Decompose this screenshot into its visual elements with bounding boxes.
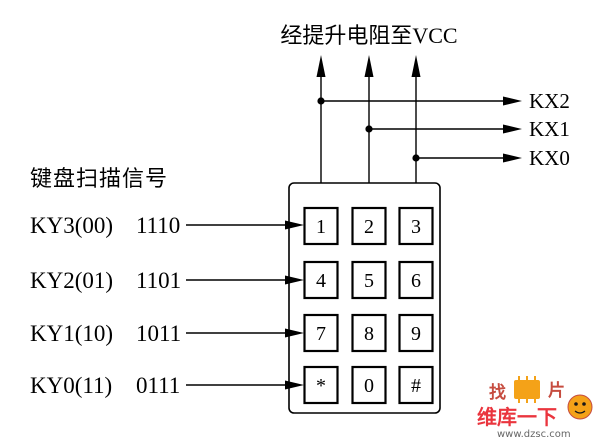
row-name: KY1(10) [30, 321, 113, 346]
watermark-url: www.dzsc.com [497, 429, 571, 440]
row-name: KY3(00) [30, 213, 113, 238]
right-arrow-head [503, 153, 522, 163]
key-label: * [316, 375, 326, 397]
key-cap [351, 365, 387, 405]
column-label-kx0: KX0 [529, 146, 570, 170]
row-name: KY2(01) [30, 268, 113, 293]
column-line-kx1 [364, 55, 374, 183]
up-arrow-head [364, 55, 374, 77]
right-arrow-head [285, 380, 304, 390]
key-star: * [303, 365, 339, 405]
row-ky0: KY0(11) 0111 [30, 373, 304, 398]
column-label-kx2: KX2 [529, 89, 570, 113]
right-arrow-head [503, 96, 522, 106]
key-hash: # [398, 365, 434, 405]
key-cap [398, 260, 434, 300]
row-code: 1101 [136, 268, 181, 293]
key-6: 6 [398, 260, 434, 300]
key-label: # [411, 375, 421, 397]
key-0: 0 [351, 365, 387, 405]
row-name: KY0(11) [30, 373, 112, 398]
key-cap [303, 365, 339, 405]
junction-dot [412, 154, 420, 162]
up-arrow-head [316, 55, 326, 77]
key-2: 2 [351, 206, 387, 246]
watermark-top-left: 找 [489, 382, 506, 403]
column-line-kx2 [316, 55, 326, 183]
output-kx2: KX2 [317, 89, 570, 113]
junction-dot [365, 125, 373, 133]
pullup-title: 经提升电阻至VCC [280, 23, 457, 48]
chip-body [514, 380, 540, 399]
mascot-eye [582, 402, 586, 406]
watermark-top-right: 片 [548, 380, 565, 401]
key-cap [398, 365, 434, 405]
row-code: 1011 [136, 321, 181, 346]
row-ky3: KY3(00) 1110 [30, 213, 304, 238]
column-line-kx0 [411, 55, 421, 183]
key-label: 9 [411, 323, 421, 345]
mascot-eye [574, 402, 578, 406]
key-cap [398, 313, 434, 353]
key-label: 7 [316, 323, 326, 345]
mascot-mouth [574, 410, 586, 414]
junction-dot [317, 97, 325, 105]
key-cap [351, 260, 387, 300]
key-4: 4 [303, 260, 339, 300]
key-8: 8 [351, 313, 387, 353]
key-label: 8 [364, 323, 374, 345]
output-kx0: KX0 [412, 146, 570, 170]
key-label: 5 [364, 270, 374, 292]
watermark-brand: 维库一下 [477, 405, 557, 429]
row-ky1: KY1(10) 1011 [30, 321, 304, 346]
row-ky2: KY2(01) 1101 [30, 268, 304, 293]
key-cap [303, 313, 339, 353]
right-arrow-head [285, 220, 304, 230]
key-3: 3 [398, 206, 434, 246]
key-9: 9 [398, 313, 434, 353]
key-cap [398, 206, 434, 246]
key-label: 1 [316, 216, 326, 238]
right-arrow-head [285, 328, 304, 338]
key-cap [303, 206, 339, 246]
key-label: 3 [411, 216, 421, 238]
scan-signal-label: 键盘扫描信号 [30, 166, 168, 191]
key-cap [351, 313, 387, 353]
column-label-kx1: KX1 [529, 117, 570, 141]
key-cap [351, 206, 387, 246]
mascot-face-icon [567, 394, 593, 420]
key-label: 0 [364, 375, 374, 397]
key-cap [303, 260, 339, 300]
output-kx1: KX1 [365, 117, 570, 141]
right-arrow-head [285, 275, 304, 285]
key-7: 7 [303, 313, 339, 353]
key-label: 4 [316, 270, 326, 292]
right-arrow-head [503, 124, 522, 134]
up-arrow-head [411, 55, 421, 77]
row-code: 0111 [136, 373, 180, 398]
key-1: 1 [303, 206, 339, 246]
key-5: 5 [351, 260, 387, 300]
row-code: 1110 [136, 213, 180, 238]
key-label: 2 [364, 216, 374, 238]
keypad-body [288, 182, 441, 414]
key-label: 6 [411, 270, 421, 292]
chip-icon [514, 376, 540, 403]
watermark-logo: 找 片 维库一下 www.dzsc.com [477, 376, 593, 440]
mascot-head [567, 394, 593, 420]
